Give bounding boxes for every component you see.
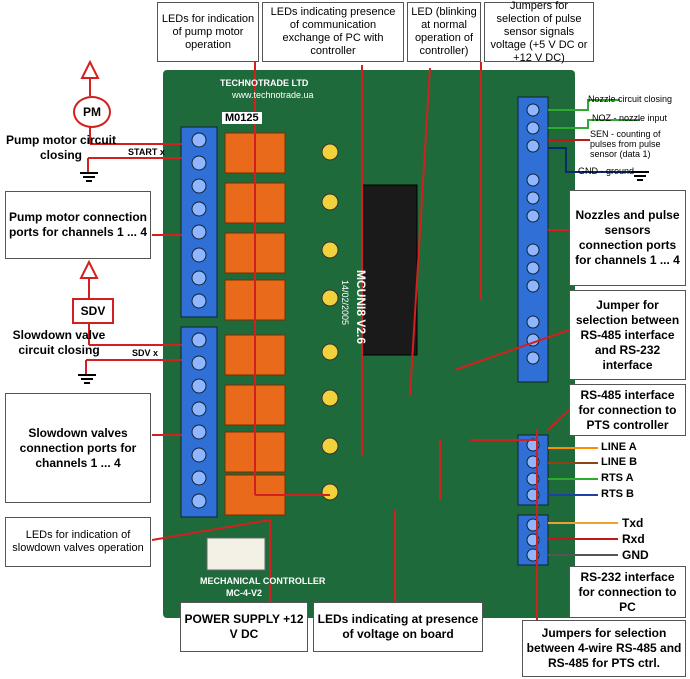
chip-date: 14/02/2005 bbox=[340, 280, 350, 326]
start-x-label: START x bbox=[128, 147, 165, 157]
nozzle-closing-label: Nozzle circuit closing bbox=[588, 94, 673, 104]
callout-led-pump: LEDs for indication of pump motor operat… bbox=[157, 2, 259, 62]
callout-nozzle-ports: Nozzles and pulse sensors connection por… bbox=[569, 190, 686, 286]
nozzle-legend-lines bbox=[548, 99, 640, 173]
rts-b-label: RTS B bbox=[601, 488, 634, 500]
noz-input-label: NOZ - nozzle input bbox=[592, 113, 668, 123]
callout-led-slowdown: LEDs for indication of slowdown valves o… bbox=[5, 517, 151, 567]
callout-led-blink: LED (blinking at normal operation of con… bbox=[407, 2, 481, 62]
slowdown-valve-icon: SDV bbox=[72, 298, 114, 324]
board-serial: M0125 bbox=[222, 112, 262, 124]
sdv-ground-icon bbox=[78, 374, 96, 384]
pump-ground-icon bbox=[80, 172, 98, 182]
rs485-terminal-block bbox=[517, 434, 549, 506]
callout-jumper-rs: Jumper for selection between RS-485 inte… bbox=[569, 290, 686, 380]
mcu-chip bbox=[361, 184, 418, 356]
slowdown-circuit-label: Slowdown valve circuit closing bbox=[12, 328, 106, 357]
callout-pump-ports: Pump motor connection ports for channels… bbox=[5, 191, 151, 259]
callout-rs232: RS-232 interface for connection to PC bbox=[569, 566, 686, 618]
line-b-label: LINE B bbox=[601, 456, 638, 468]
pump-leds bbox=[321, 143, 339, 501]
line-a-label: LINE A bbox=[601, 441, 637, 453]
pump-motor-icon: PM bbox=[73, 96, 111, 128]
rts-a-label: RTS A bbox=[601, 472, 634, 484]
signal-arrows bbox=[548, 447, 618, 556]
callout-led-comm: LEDs indicating presence of communicatio… bbox=[262, 2, 404, 62]
callout-slowdown-ports: Slowdown valves connection ports for cha… bbox=[5, 393, 151, 503]
gnd-label: GND bbox=[622, 548, 649, 562]
sen-count-label: SEN - counting of pulses from pulse sens… bbox=[590, 129, 661, 159]
callout-power: POWER SUPPLY +12 V DC bbox=[180, 602, 308, 652]
chip-label: MCUNI8 V2.6 bbox=[354, 270, 368, 345]
callout-rs485: RS-485 interface for connection to PTS c… bbox=[569, 384, 686, 436]
pm-circuit-lines bbox=[80, 59, 182, 172]
callout-lines bbox=[151, 60, 570, 625]
pump-circuit-label: Pump motor circuit closing bbox=[6, 133, 117, 162]
sdv-terminal-block bbox=[180, 326, 218, 518]
board-maker: TECHNOTRADE LTD bbox=[220, 78, 309, 88]
nozzle-ground-icon bbox=[631, 171, 649, 181]
callout-led-voltage: LEDs indicating at presence of voltage o… bbox=[313, 602, 483, 652]
pump-terminal-block bbox=[180, 126, 218, 318]
board-footer: MECHANICAL CONTROLLER bbox=[200, 576, 326, 586]
board-model: MC-4-V2 bbox=[226, 588, 263, 598]
txd-label: Txd bbox=[622, 516, 644, 530]
callout-jumpers-pulse: Jumpers for selection of pulse sensor si… bbox=[484, 0, 594, 64]
rxd-label: Rxd bbox=[622, 532, 645, 546]
sdv-circuit-lines bbox=[79, 259, 182, 374]
rs232-terminal-block bbox=[517, 514, 549, 566]
nozzle-terminal-block bbox=[517, 96, 549, 383]
board-url: www.technotrade.ua bbox=[232, 90, 314, 100]
callout-jumpers-4wire: Jumpers for selection between 4-wire RS-… bbox=[522, 620, 686, 677]
gnd-ground-label: GND - ground bbox=[578, 166, 635, 176]
sdv-x-label: SDV x bbox=[132, 348, 159, 358]
power-connector bbox=[206, 537, 266, 571]
